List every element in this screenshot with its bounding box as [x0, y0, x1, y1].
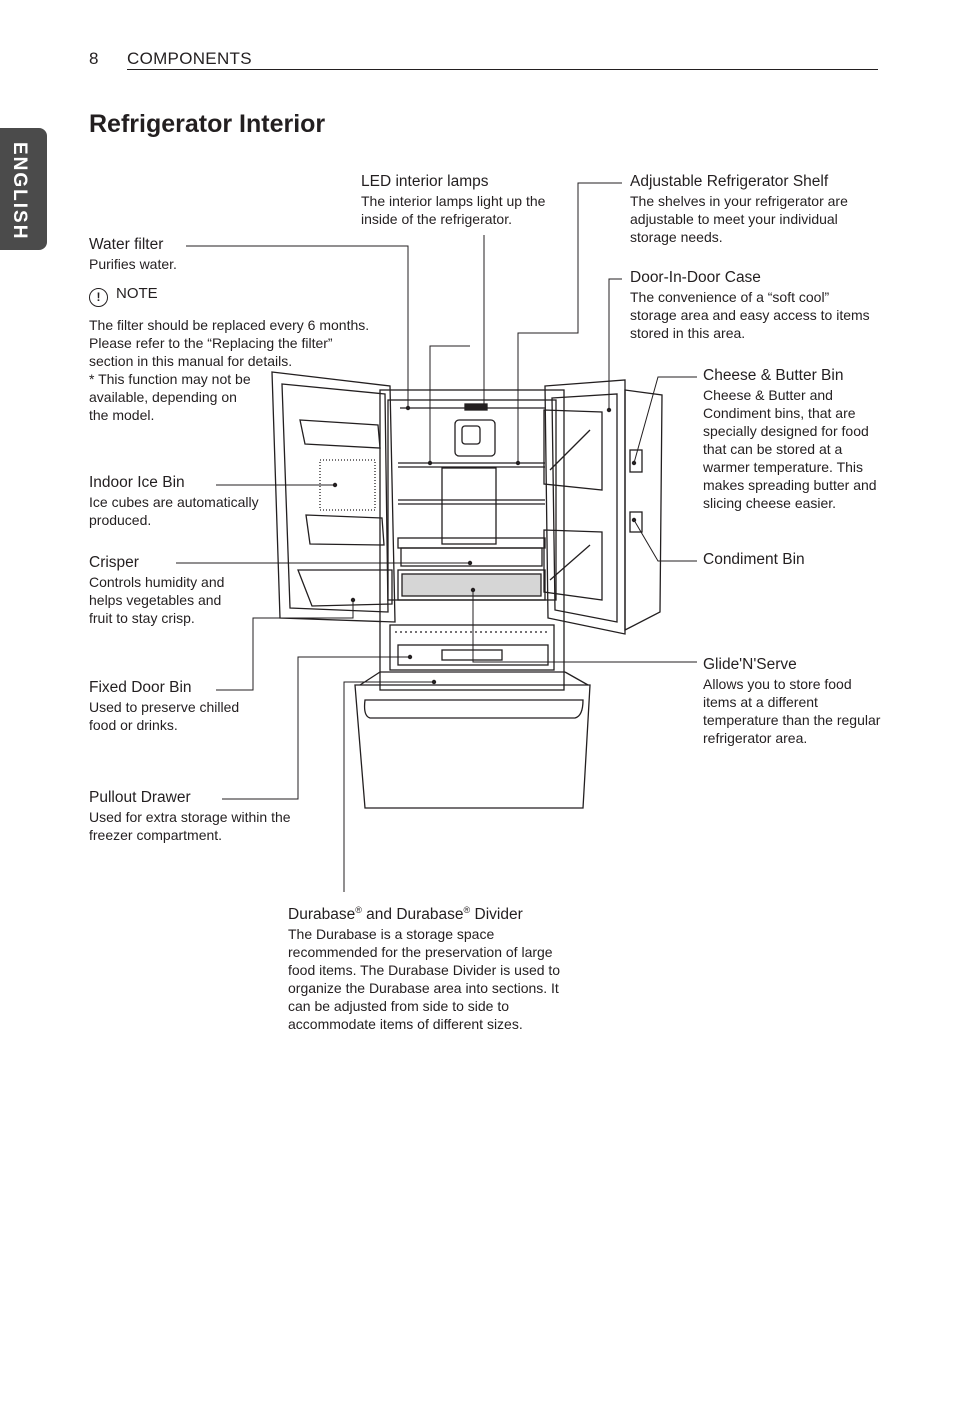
- glide-n-serve-drawer: [397, 569, 546, 601]
- language-tab: ENGLISH: [0, 128, 47, 250]
- glide-n-serve-desc: Allows you to store food items at a diff…: [703, 676, 881, 746]
- pullout-drawer-desc: Used for extra storage within the freeze…: [89, 809, 291, 843]
- fixed-door-bin-title: Fixed Door Bin: [89, 679, 192, 696]
- crisper-title: Crisper: [89, 554, 139, 571]
- freezer-drawer: [354, 684, 591, 809]
- header-rule: [127, 69, 878, 70]
- page-number: 8: [89, 49, 99, 68]
- label-cheese-butter-bin: Cheese & Butter Bin Cheese & Butter and …: [703, 366, 881, 512]
- right-door: [544, 379, 626, 635]
- door-in-door-title: Door-In-Door Case: [630, 269, 761, 286]
- durabase-title: Durabase® and Durabase® Divider: [288, 905, 523, 924]
- label-led-lamps: LED interior lamps The interior lamps li…: [361, 172, 571, 228]
- label-adjustable-shelf: Adjustable Refrigerator Shelf The shelve…: [630, 172, 880, 246]
- ice-bin-desc: Ice cubes are automatically produced.: [89, 494, 259, 528]
- label-fixed-door-bin: Fixed Door Bin Used to preserve chilled …: [89, 678, 249, 734]
- label-durabase: Durabase® and Durabase® Divider The Dura…: [288, 900, 583, 1033]
- water-filter-title: Water filter: [89, 236, 164, 253]
- page-title: Refrigerator Interior: [89, 110, 326, 138]
- adjustable-shelf-desc: The shelves in your refrigerator are adj…: [630, 193, 848, 245]
- label-glide-n-serve: Glide'N'Serve Allows you to store food i…: [703, 655, 881, 747]
- water-filter-desc: Purifies water.: [89, 256, 177, 272]
- adjustable-shelf-title: Adjustable Refrigerator Shelf: [630, 173, 829, 190]
- cheese-butter-desc: Cheese & Butter and Condiment bins, that…: [703, 387, 877, 511]
- note-block: ! NOTE The filter should be replaced ever…: [89, 285, 379, 424]
- glide-n-serve-title: Glide'N'Serve: [703, 656, 797, 673]
- note-bullet: * This function may not be available, de…: [89, 371, 251, 423]
- note-label: NOTE: [116, 285, 158, 302]
- label-pullout-drawer: Pullout Drawer Used for extra storage wi…: [89, 788, 299, 844]
- pullout-drawer-title: Pullout Drawer: [89, 789, 191, 806]
- fixed-door-bin-desc: Used to preserve chilled food or drinks.: [89, 699, 240, 733]
- door-in-door-desc: The convenience of a “soft cool” storage…: [630, 289, 870, 341]
- durabase-desc: The Durabase is a storage space recommen…: [288, 926, 561, 1033]
- shelf-lower: [397, 537, 546, 549]
- language-tab-label: ENGLISH: [9, 142, 30, 241]
- ice-bin-title: Indoor Ice Bin: [89, 474, 185, 491]
- label-crisper: Crisper Controls humidity and helps vege…: [89, 553, 239, 627]
- section-title: COMPONENTS: [127, 49, 252, 68]
- crisper-desc: Controls humidity and helps vegetables a…: [89, 574, 225, 626]
- label-ice-bin: Indoor Ice Bin Ice cubes are automatical…: [89, 473, 259, 529]
- note-heading: ! NOTE: [89, 285, 379, 307]
- note-body: The filter should be replaced every 6 mo…: [89, 317, 370, 369]
- cabinet-outline: [379, 389, 565, 691]
- label-door-in-door: Door-In-Door Case The convenience of a “…: [630, 268, 870, 342]
- left-door: [271, 371, 396, 623]
- cheese-butter-title: Cheese & Butter Bin: [703, 367, 844, 384]
- label-water-filter: Water filter Purifies water.: [89, 235, 269, 273]
- condiment-bin-title: Condiment Bin: [703, 551, 805, 568]
- label-condiment-bin: Condiment Bin: [703, 550, 881, 570]
- led-lamps-title: LED interior lamps: [361, 173, 489, 190]
- warning-icon: !: [89, 288, 108, 307]
- led-lamps-desc: The interior lamps light up the inside o…: [361, 193, 546, 227]
